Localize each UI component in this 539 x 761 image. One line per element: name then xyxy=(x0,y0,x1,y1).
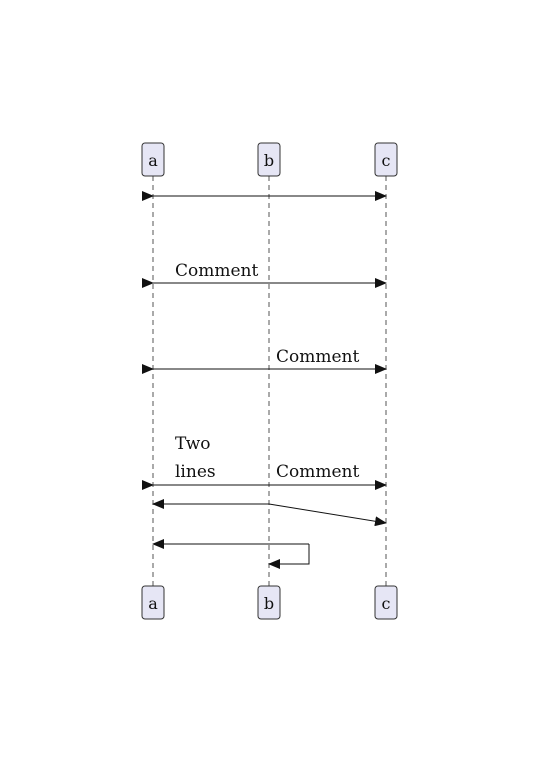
message-4-comment: Comment xyxy=(276,462,359,482)
participant-label: b xyxy=(264,151,274,170)
participant-a-bottom: a xyxy=(141,585,165,620)
message-3-comment: Comment xyxy=(276,347,359,367)
participant-label: a xyxy=(148,594,158,613)
message-5-arrow-to-c xyxy=(268,503,387,527)
message-6-self-loop xyxy=(268,544,310,569)
participant-c-bottom: c xyxy=(374,585,398,620)
participant-b-top: b xyxy=(257,142,281,177)
message-4-line-1: Two xyxy=(175,434,211,454)
participant-label: b xyxy=(264,594,274,613)
participant-c-top: c xyxy=(374,142,398,177)
message-4-two-lines: Two lines xyxy=(175,434,216,482)
participant-b-bottom: b xyxy=(257,585,281,620)
participant-label: c xyxy=(382,151,391,170)
participant-a-top: a xyxy=(141,142,165,177)
participant-label: c xyxy=(382,594,391,613)
message-2-comment: Comment xyxy=(175,261,258,281)
message-4-line-2: lines xyxy=(175,462,216,482)
participant-label: a xyxy=(148,151,158,170)
